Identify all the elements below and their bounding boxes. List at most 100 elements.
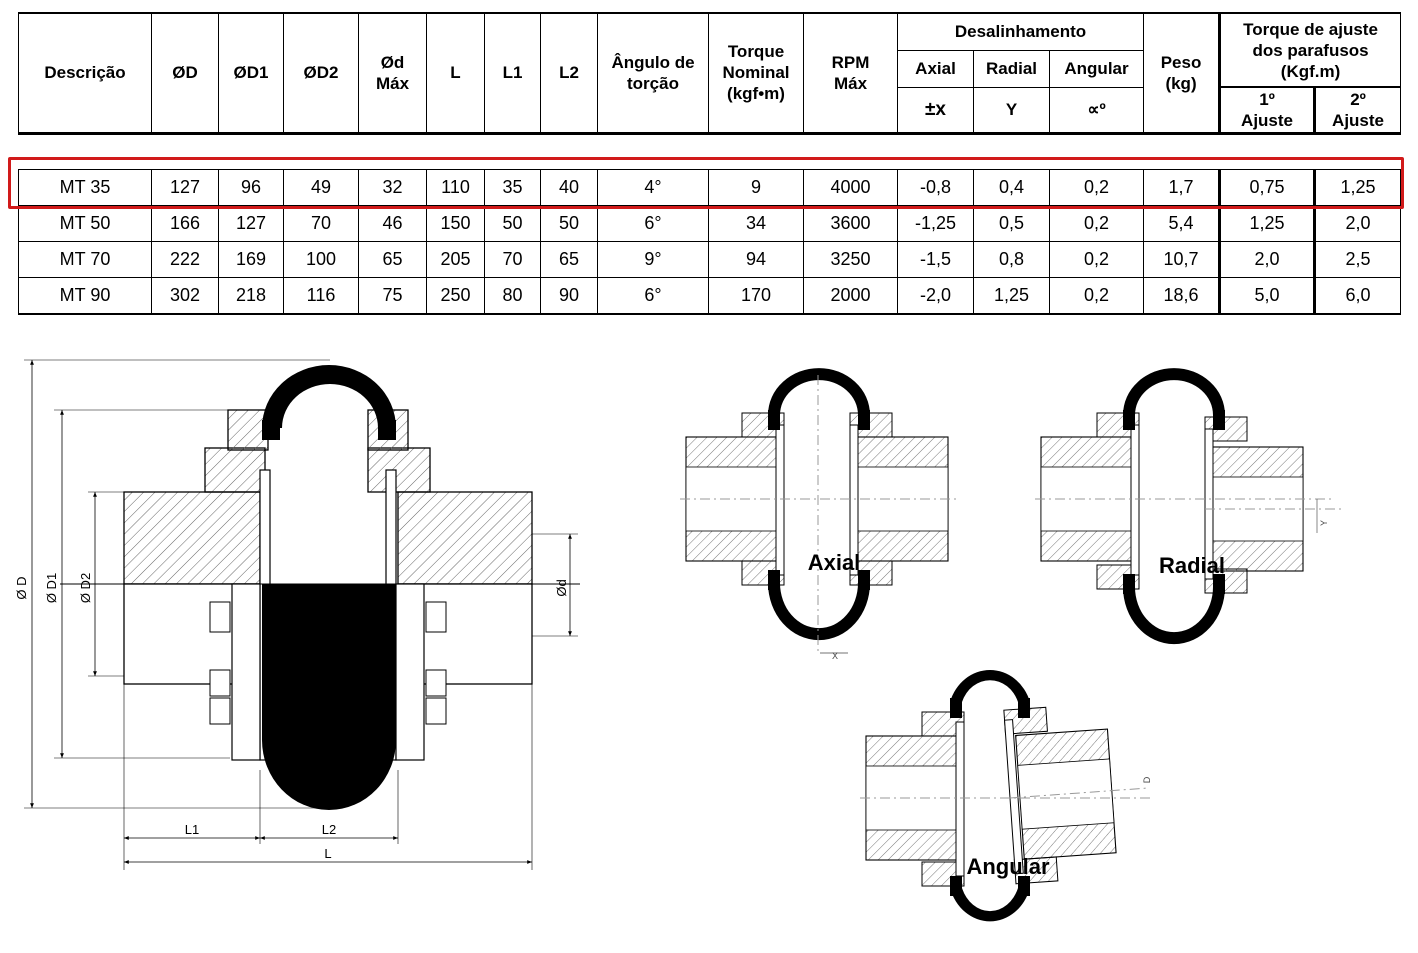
- header-peso-line2: (kg): [1165, 73, 1197, 93]
- header-torque-nominal: Torque Nominal (kgf•m): [708, 12, 804, 134]
- table-cell: MT 90: [18, 276, 152, 315]
- header-od2: ØD2: [283, 12, 359, 134]
- table-cell: 75: [358, 276, 427, 315]
- header-odmax: Ød Máx: [358, 12, 427, 134]
- header-od: ØD: [151, 12, 219, 134]
- header-radial: Radial: [973, 49, 1050, 88]
- table-cell: 94: [708, 240, 804, 278]
- header-axial: Axial: [897, 49, 974, 88]
- header-angular-symbol: ∝º: [1048, 86, 1145, 135]
- right-bolts: [425, 601, 447, 725]
- table-cell: -1,5: [897, 240, 974, 278]
- table-cell: 218: [218, 276, 284, 315]
- table-cell: 4000: [803, 168, 898, 206]
- table-cell: 6°: [597, 276, 709, 315]
- table-cell: 2000: [803, 276, 898, 315]
- header-desalinhamento: Desalinhamento: [896, 12, 1145, 51]
- table-cell: 6°: [597, 204, 709, 242]
- axial-drawing: X Axial: [680, 368, 960, 661]
- header-ajuste-line1: Torque de ajuste: [1243, 19, 1378, 39]
- header-angulo-line1: Ângulo de: [611, 52, 695, 72]
- axial-label: Axial: [808, 550, 861, 575]
- dim-label-dd: Ød: [554, 579, 569, 596]
- dim-label-l: L: [324, 846, 331, 861]
- header-l1: L1: [484, 12, 541, 134]
- spec-table: Descrição ØD ØD1 ØD2 Ød Máx L L1 L2 Ângu…: [18, 12, 1402, 315]
- table-cell: 2,5: [1313, 240, 1402, 278]
- rubber-bottom: [262, 584, 396, 810]
- header-odmax-line1: Ød: [380, 52, 405, 72]
- table-cell: 170: [708, 276, 804, 315]
- rubber-top-right-foot: [378, 420, 396, 440]
- table-cell: 302: [151, 276, 219, 315]
- right-flange: [367, 447, 431, 493]
- dim-label-d1: Ø D1: [44, 573, 59, 603]
- radial-drawing: Y Radial: [1035, 368, 1345, 645]
- angular-dim-label: D: [1142, 776, 1152, 783]
- header-ajuste-line2: dos parafusos: [1252, 40, 1369, 60]
- header-ajuste1-line1: 1º: [1259, 89, 1275, 109]
- dim-label-d2: Ø D2: [78, 573, 93, 603]
- table-cell: MT 50: [18, 204, 152, 242]
- table-cell: 222: [151, 240, 219, 278]
- left-bolts: [209, 601, 231, 725]
- table-cell: 0,2: [1048, 204, 1145, 242]
- rubber-top-left-foot: [262, 420, 280, 440]
- table-cell: MT 70: [18, 240, 152, 278]
- table-cell: 205: [426, 240, 485, 278]
- table-cell: 18,6: [1143, 276, 1221, 315]
- table-cell: 110: [426, 168, 485, 206]
- header-ajuste-line3: (Kgf.m): [1280, 61, 1341, 81]
- header-descricao: Descrição: [18, 12, 152, 134]
- left-flange: [204, 447, 266, 493]
- table-cell: 65: [540, 240, 598, 278]
- table-cell: 1,25: [1313, 168, 1402, 206]
- header-torque-line1: Torque: [727, 42, 785, 62]
- header-rpm-line2: Máx: [833, 73, 868, 93]
- dim-label-d: Ø D: [14, 576, 29, 599]
- table-cell: 0,8: [973, 240, 1050, 278]
- header-angulo-line2: torção: [627, 73, 679, 93]
- header-angulo: Ângulo de torção: [597, 12, 709, 134]
- table-cell: 50: [540, 204, 598, 242]
- header-ajuste2: 2º Ajuste: [1313, 86, 1402, 135]
- table-cell: 70: [484, 240, 541, 278]
- header-ajuste1-line2: Ajuste: [1241, 110, 1294, 130]
- table-cell: -2,0: [897, 276, 974, 315]
- header-radial-symbol: Y: [973, 86, 1050, 135]
- table-cell: 3600: [803, 204, 898, 242]
- header-ajuste2-line1: 2º: [1350, 89, 1366, 109]
- table-cell: MT 35: [18, 168, 152, 206]
- table-cell: 46: [358, 204, 427, 242]
- main-coupling-drawing: Ø D Ø D1 Ø D2 Ød L1 L2 L: [14, 359, 580, 870]
- table-cell: 50: [484, 204, 541, 242]
- table-cell: 5,0: [1218, 276, 1316, 315]
- header-torque-ajuste: Torque de ajuste dos parafusos (Kgf.m): [1218, 12, 1402, 88]
- right-flange-lower: [395, 583, 425, 761]
- table-cell: 1,25: [1218, 204, 1316, 242]
- header-ajuste2-line2: Ajuste: [1332, 110, 1385, 130]
- table-cell: 0,2: [1048, 240, 1145, 278]
- dim-label-l1: L1: [185, 822, 199, 837]
- header-l2: L2: [540, 12, 598, 134]
- header-rpm: RPM Máx: [803, 12, 898, 134]
- table-cell: 3250: [803, 240, 898, 278]
- table-cell: 150: [426, 204, 485, 242]
- header-torque-line3: (kgf•m): [727, 84, 785, 104]
- table-cell: 65: [358, 240, 427, 278]
- table-gap-cell: [18, 131, 1401, 170]
- table-cell: 169: [218, 240, 284, 278]
- left-flange-lower: [231, 583, 261, 761]
- table-cell: 70: [283, 204, 359, 242]
- header-ajuste1: 1º Ajuste: [1218, 86, 1316, 135]
- table-cell: 1,25: [973, 276, 1050, 315]
- dim-label-l2: L2: [322, 822, 336, 837]
- header-angular: Angular: [1048, 49, 1145, 88]
- rubber-top: [262, 365, 396, 428]
- header-od1: ØD1: [218, 12, 284, 134]
- header-torque-line2: Nominal: [722, 63, 790, 83]
- table-cell: 250: [426, 276, 485, 315]
- angular-drawing: D Angular: [860, 670, 1152, 922]
